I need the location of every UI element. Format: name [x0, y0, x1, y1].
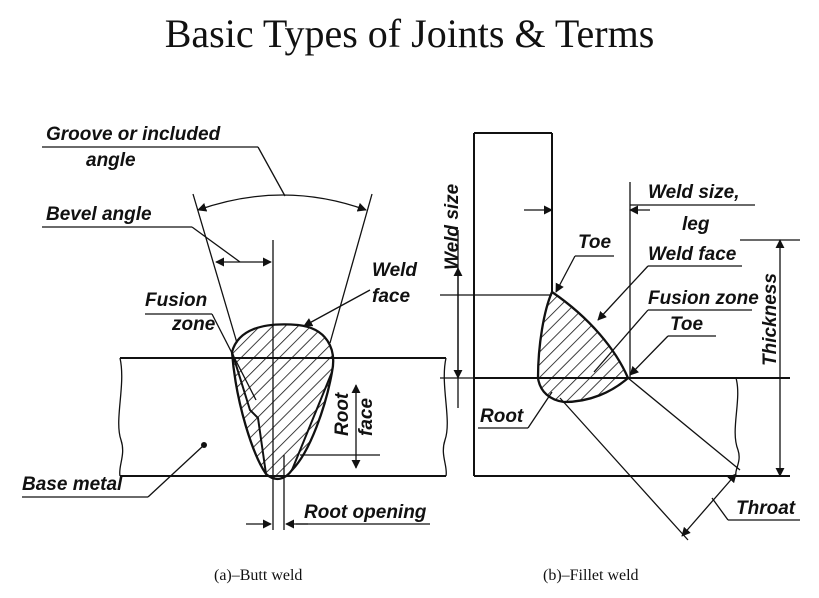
label-weld-line1: Weld: [372, 260, 417, 281]
label-toe-bottom: Toe: [670, 314, 704, 335]
caption-butt-weld: (a)–Butt weld: [214, 567, 302, 584]
toe-bottom-leader: [629, 335, 669, 376]
label-fusion-line2: zone: [171, 314, 216, 335]
throat-leader: [711, 497, 729, 521]
groove-edge-left: [192, 193, 238, 344]
fusion-leader: [211, 313, 257, 401]
root-leader: [527, 391, 553, 429]
label-bevel-angle: Bevel angle: [46, 204, 152, 225]
label-base-metal: Base metal: [22, 474, 123, 495]
fusion-boundary-right: [291, 371, 333, 471]
base-metal-leader: [147, 445, 204, 498]
label-weld-size-leg-line1: Weld size,: [648, 182, 740, 203]
base-plate-break-left: [118, 357, 124, 477]
label-weld-size-leg-line2: leg: [682, 214, 710, 235]
label-fusion-line1: Fusion: [145, 290, 207, 311]
throat-line-outer: [627, 377, 741, 471]
page-title: Basic Types of Joints & Terms: [164, 11, 655, 56]
groove-leader: [257, 146, 286, 197]
label-root: Root: [480, 406, 524, 427]
throat-dimension: [681, 473, 737, 537]
base-metal-dot: [201, 442, 207, 448]
butt-weld-figure: Groove or included angle Bevel angle Wel…: [22, 124, 448, 584]
horizontal-plate-break: [734, 377, 740, 477]
label-toe-top: Toe: [578, 232, 612, 253]
fillet-weld-bead: [536, 290, 630, 404]
caption-fillet-weld: (b)–Fillet weld: [543, 567, 639, 584]
label-weld-face: Weld face: [648, 244, 737, 265]
toe-top-leader: [555, 255, 576, 293]
bevel-leader: [191, 226, 241, 263]
groove-edge-right: [329, 193, 373, 344]
label-thickness: Thickness: [760, 273, 781, 366]
butt-weld-bead: [230, 323, 335, 481]
groove-angle-arc: [197, 194, 367, 212]
label-groove-line1: Groove or included: [46, 124, 221, 145]
label-root-line2: face: [356, 398, 377, 436]
label-weld-size-vertical: Weld size: [442, 183, 463, 270]
weld-face-leader: [597, 265, 649, 321]
label-root-opening: Root opening: [304, 502, 427, 523]
label-throat: Throat: [736, 498, 796, 519]
fillet-weld-figure: Weld size Weld size, leg Toe Weld face F…: [440, 132, 800, 584]
fusion-boundary-left: [231, 351, 267, 475]
label-fusion-zone: Fusion zone: [648, 288, 759, 309]
weld-face-leader: [303, 289, 371, 327]
label-root-line1: Root: [332, 392, 353, 436]
fusion-zone-leader: [593, 309, 649, 373]
label-weld-line2: face: [372, 286, 410, 307]
label-groove-line2: angle: [86, 150, 136, 171]
base-plate-break-right: [442, 357, 448, 477]
throat-line-inner: [559, 397, 689, 541]
